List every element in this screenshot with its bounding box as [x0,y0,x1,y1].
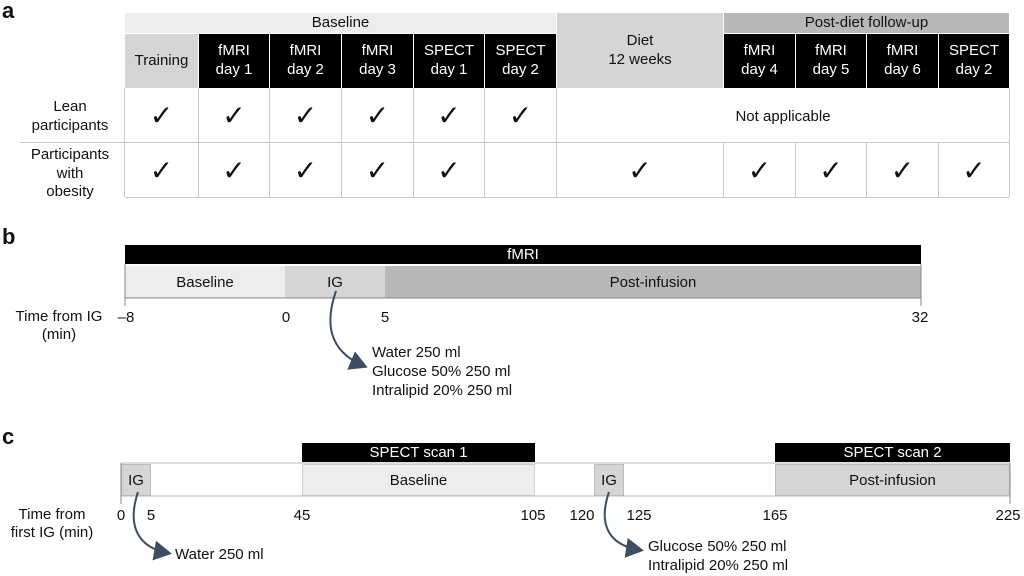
col-header-fmri-day3: fMRI day 3 [342,34,413,88]
fmri-bar: fMRI [125,245,921,264]
table-col-divider [341,88,342,142]
col-header-fmri-day4: fMRI day 4 [724,34,795,88]
table-col-divider [556,88,557,142]
table-col-divider [938,143,939,197]
infusion-glucose-c: Glucose 50% 250 ml [648,538,787,555]
arrow-c2 [603,491,644,558]
infusion-intralipid: Intralipid 20% 250 ml [372,381,513,399]
table-col-divider [413,143,414,197]
tick-c-5: 5 [146,507,156,524]
col-header-training: Training [125,34,198,88]
group-header-baseline: Baseline [125,13,556,33]
table-col-divider [723,143,724,197]
col-header-diet: Diet 12 weeks [557,13,723,88]
tick-c-45: 45 [293,507,311,524]
infusion-water: Water 250 ml [372,344,461,361]
axis-title-c: Time from first IG (min) [10,506,94,541]
table-col-divider [484,88,485,142]
table-col-divider [269,88,270,142]
infusion-list-b: Water 250 ml Glucose 50% 250 ml Intralip… [372,344,512,400]
col-header-fmri-day1: fMRI day 1 [199,34,269,88]
check-obese-6: ✓ [628,154,652,186]
infusion-list-c2: Glucose 50% 250 ml Intralipid 20% 250 ml [648,538,788,576]
check-lean-4: ✓ [437,99,461,131]
axis-title-b: Time from IG (min) [15,308,103,343]
segment-post-infusion-c: Post-infusion [775,464,1010,496]
spect-scan1-bar: SPECT scan 1 [302,443,535,462]
check-obese-3: ✓ [365,154,390,186]
tick-c-105: 105 [520,507,546,524]
infusion-list-c1: Water 250 ml [175,546,264,565]
col-header-spect-day1: SPECT day 1 [414,34,484,88]
spect-scan2-bar: SPECT scan 2 [775,443,1010,462]
col-header-fmri-day5: fMRI day 5 [796,34,866,88]
col-header-fmri-day2: fMRI day 2 [270,34,341,88]
group-header-followup: Post-diet follow-up [724,13,1009,33]
infusion-water-c: Water 250 ml [175,546,264,563]
infusion-intralipid-c: Intralipid 20% 250 ml [648,556,789,574]
col-header-fmri-day6: fMRI day 6 [867,34,938,88]
check-obese-2: ✓ [293,154,318,186]
table-col-divider [198,88,199,142]
segment-ig2-c: IG [594,464,624,496]
panel-label-a: a [2,0,15,23]
panel-label-c: c [2,424,15,449]
table-col-divider [198,143,199,197]
tick-b-32: 32 [911,309,929,326]
check-lean-0: ✓ [149,99,174,131]
check-lean-5: ✓ [508,99,533,131]
col-header-spect-day2-followup: SPECT day 2 [939,34,1009,88]
check-obese-7: ✓ [747,154,772,186]
tick-c-125: 125 [626,507,652,524]
check-obese-0: ✓ [149,154,174,186]
table-col-divider [413,88,414,142]
table-col-divider [556,143,557,197]
tick-b-0: 0 [281,309,291,326]
infusion-glucose: Glucose 50% 250 ml [372,362,511,380]
arrow-b [329,290,368,370]
not-applicable-note: Not applicable [735,107,831,125]
tick-c-0: 0 [116,507,126,524]
tick-c-225: 225 [995,507,1021,524]
tick-b-5: 5 [380,309,390,326]
table-col-divider [124,143,125,197]
tick-c-165: 165 [762,507,788,524]
table-col-divider [341,143,342,197]
col-header-spect-day2: SPECT day 2 [485,34,556,88]
table-col-divider [866,143,867,197]
check-obese-9: ✓ [890,154,915,186]
check-obese-4: ✓ [437,154,461,186]
check-lean-2: ✓ [293,99,318,131]
segment-baseline-b: Baseline [125,266,285,298]
arrow-c1 [132,491,172,561]
segment-post-infusion-b: Post-infusion [385,266,921,298]
row-label-obese: Participants with obesity [30,145,110,201]
table-col-divider [484,143,485,197]
table-col-divider [269,143,270,197]
table-row-divider [20,142,1009,143]
table-col-divider [795,143,796,197]
panel-label-b: b [2,224,16,249]
row-label-lean: Lean participants [31,98,109,134]
check-lean-1: ✓ [222,99,246,131]
table-col-divider [124,88,125,142]
segment-ig1-c: IG [121,464,151,496]
table-bottom-border [125,197,1009,198]
check-obese-8: ✓ [819,154,843,186]
tick-b-neg8: –8 [117,309,135,326]
tick-c-120: 120 [569,507,595,524]
check-obese-10: ✓ [962,154,986,186]
check-obese-1: ✓ [222,154,246,186]
table-col-divider [1009,88,1010,197]
check-lean-3: ✓ [365,99,390,131]
